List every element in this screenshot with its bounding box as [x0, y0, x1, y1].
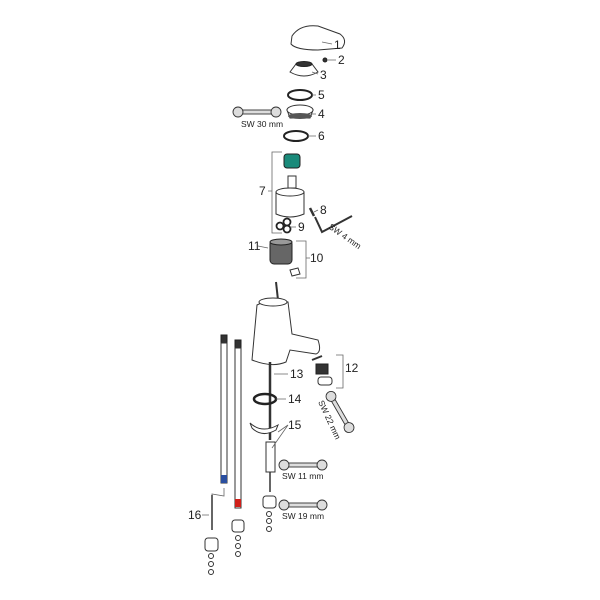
part-11-flow-regulator — [269, 238, 293, 265]
part-12-aerator — [311, 355, 333, 386]
part-3-cap — [289, 61, 319, 77]
tool-label-sw11: SW 11 mm — [282, 471, 323, 481]
part-15-bracket — [249, 422, 279, 434]
tool-label-sw30: SW 30 mm — [241, 119, 283, 129]
part-label-2: 2 — [338, 53, 345, 67]
part-6-o-ring — [283, 130, 309, 142]
part-8-screw — [308, 207, 316, 217]
part-10-clip — [289, 267, 301, 277]
part-label-5: 5 — [318, 88, 325, 102]
wrench-sw22-icon — [325, 390, 355, 434]
tool-label-sw4: SW 4 mm — [327, 221, 363, 251]
tool-label-sw19: SW 19 mm — [282, 511, 324, 521]
hex-key-sw4 — [314, 215, 353, 234]
part-label-3: 3 — [320, 68, 327, 82]
part-14-washer — [252, 392, 278, 406]
wrench-sw11-icon — [278, 459, 328, 471]
part-label-1: 1 — [334, 38, 341, 52]
part-label-6: 6 — [318, 129, 325, 143]
part-15-nut — [265, 441, 276, 473]
part-label-10: 10 — [310, 251, 324, 265]
part-label-4: 4 — [318, 107, 325, 121]
mounting-nut-19 — [262, 495, 277, 532]
faucet-body — [251, 281, 321, 366]
hot-hose — [231, 339, 245, 557]
part-7-cartridge — [275, 153, 305, 218]
part-2-screw — [322, 57, 328, 63]
part-5-o-ring — [287, 89, 313, 101]
part-label-15: 15 — [288, 418, 302, 432]
part-4-nut — [286, 104, 314, 119]
part-9-seals — [275, 217, 292, 234]
wrench-sw19-icon — [278, 499, 328, 511]
part-label-13: 13 — [290, 367, 304, 381]
part-label-16: 16 — [188, 508, 202, 522]
wrench-sw30-icon — [232, 106, 282, 118]
part-label-12: 12 — [345, 361, 359, 375]
part-label-7: 7 — [259, 184, 266, 198]
part-16-rod — [204, 488, 225, 575]
part-label-9: 9 — [298, 220, 305, 234]
cold-hose — [220, 334, 228, 484]
part-label-11: 11 — [248, 239, 261, 253]
part-label-8: 8 — [320, 203, 327, 217]
part-label-14: 14 — [288, 392, 302, 406]
tool-label-sw22: SW 22 mm — [316, 399, 343, 441]
